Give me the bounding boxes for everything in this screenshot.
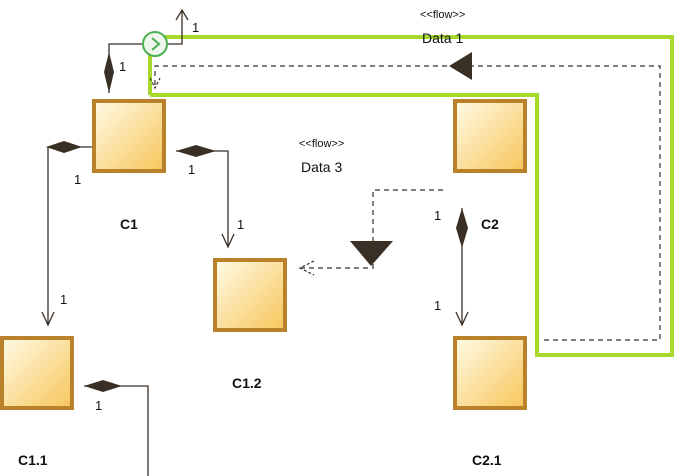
port-arrow-icon — [151, 37, 161, 51]
flow-name-data-3[interactable]: Data 3 — [301, 159, 343, 175]
flow-connector-data-3[interactable] — [300, 189, 443, 269]
top-arrow-line[interactable] — [163, 10, 183, 45]
flow-stereotype-data-1: <<flow>> — [420, 9, 466, 21]
multiplicity-c1-right-diamond: 1 — [188, 162, 196, 177]
flow-connector-data-1[interactable] — [154, 65, 661, 341]
multiplicity-c2-diamond: 1 — [434, 208, 442, 223]
c1-to-c1-2-connector[interactable] — [176, 150, 229, 247]
c1-2-arrow-head — [221, 233, 235, 249]
multiplicity-top-arrow: 1 — [192, 20, 200, 35]
c1-to-c1-1-connector[interactable] — [47, 146, 92, 325]
multiplicity-c1-2-arrow: 1 — [237, 217, 245, 232]
component-c1-1-box[interactable] — [0, 336, 74, 410]
c2-1-arrow-head — [455, 311, 469, 327]
component-c1-2-box[interactable] — [213, 258, 287, 332]
flow-triangle-data-1[interactable] — [449, 52, 472, 80]
component-c2-1-label: C2.1 — [472, 452, 502, 468]
multiplicity-c1-left-diamond: 1 — [74, 172, 82, 187]
component-c1-label: C1 — [120, 216, 138, 232]
component-c1-1-label: C1.1 — [18, 452, 48, 468]
flow-arrowhead-data-3 — [298, 260, 315, 276]
c1-right-diamond — [176, 145, 216, 157]
multiplicity-c1-1-right-diamond: 1 — [95, 398, 103, 413]
component-c2-1-box[interactable] — [453, 336, 527, 410]
component-c1-2-label: C1.2 — [232, 375, 262, 391]
c1-left-diamond — [46, 141, 82, 153]
component-c2-label: C2 — [481, 216, 499, 232]
c1-1-right-diamond — [84, 380, 122, 392]
flow-stereotype-data-3: <<flow>> — [299, 138, 345, 150]
c1-1-arrow-head — [41, 311, 55, 327]
flow-name-data-1[interactable]: Data 1 — [422, 30, 464, 46]
flow-triangle-data-3[interactable] — [350, 241, 393, 266]
c1-top-diamond — [104, 52, 114, 93]
component-top-right-box[interactable] — [453, 99, 527, 173]
top-arrow-head — [175, 8, 189, 21]
flow-arrowhead-data-1 — [149, 77, 161, 90]
c1-1-right-connector[interactable] — [84, 385, 149, 476]
multiplicity-c1-top-diamond: 1 — [119, 59, 127, 74]
multiplicity-c2-1-arrow: 1 — [434, 298, 442, 313]
port-icon[interactable] — [142, 31, 168, 57]
c2-diamond — [456, 208, 468, 248]
multiplicity-c1-1-arrow: 1 — [60, 292, 68, 307]
component-c1-box[interactable] — [92, 99, 166, 173]
